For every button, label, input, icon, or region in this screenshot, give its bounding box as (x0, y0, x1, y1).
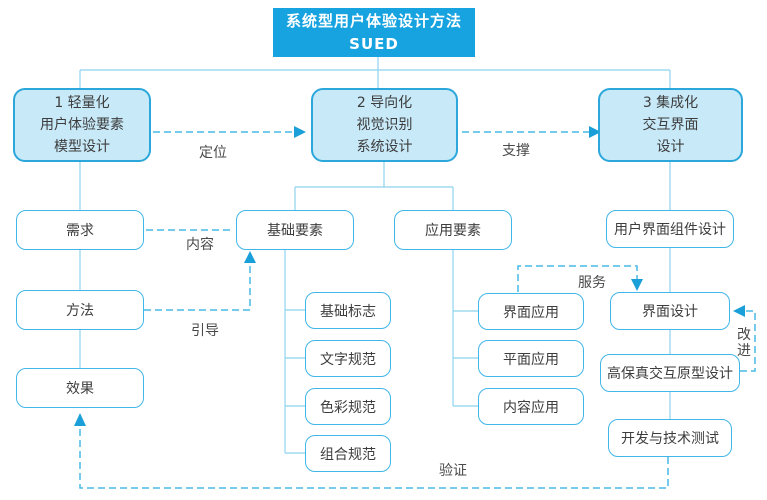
arrowhead-guidance (244, 251, 256, 263)
node-dev-tech-testing: 开发与技术测试 (608, 419, 732, 457)
phase-2-line-3: 系统设计 (356, 139, 413, 155)
edge-label-support: 支撑 (502, 143, 530, 159)
edge-label-positioning: 定位 (199, 145, 227, 161)
node-application-elements: 应用要素 (394, 210, 512, 250)
arrowhead-improvement (733, 305, 745, 317)
phase-1-lightweight: 1 轻量化 用户体验要素 模型设计 (13, 88, 151, 162)
solid-connectors (79, 57, 671, 454)
node-content-app: 内容应用 (478, 388, 584, 425)
edge-service (517, 265, 638, 292)
node-interface-design: 界面设计 (610, 292, 730, 330)
node-method: 方法 (16, 290, 144, 330)
arrowhead-support (589, 126, 601, 138)
node-interface-app: 界面应用 (478, 293, 584, 330)
phase-1-line-1: 1 轻量化 (54, 95, 110, 111)
phase-1-line-2: 用户体验要素 (40, 117, 124, 133)
arrowheads (74, 126, 745, 426)
arrowhead-positioning (294, 126, 306, 138)
node-text-spec: 文字规范 (305, 340, 391, 377)
edge-improvement (740, 310, 756, 372)
edge-label-verification: 验证 (439, 463, 467, 479)
edge-label-improvement: 改进 (737, 327, 751, 359)
arrowhead-verification (74, 413, 86, 426)
node-basic-elements: 基础要素 (236, 210, 354, 250)
phase-2-guided: 2 导向化 视觉识别 系统设计 (311, 88, 458, 162)
edge-label-content: 内容 (186, 237, 214, 253)
arrowhead-service (631, 279, 643, 291)
dashed-connectors (79, 131, 756, 489)
node-color-spec: 色彩规范 (305, 388, 391, 425)
phase-3-line-3: 设计 (656, 139, 685, 155)
diagram-title: 系统型用户体验设计方法 SUED (273, 8, 475, 57)
edge-label-guidance: 引导 (191, 323, 219, 339)
node-effect: 效果 (16, 368, 144, 408)
diagram-title-text: 系统型用户体验设计方法 (285, 11, 462, 30)
edge-verification (79, 427, 669, 489)
phase-2-line-2: 视觉识别 (356, 117, 413, 133)
phase-3-line-1: 3 集成化 (642, 95, 699, 111)
edge-label-service: 服务 (578, 275, 606, 291)
diagram-subtitle-text: SUED (349, 34, 399, 53)
phase-2-line-1: 2 导向化 (356, 95, 413, 111)
phase-1-line-3: 模型设计 (54, 139, 110, 155)
node-hifi-prototype-design: 高保真交互原型设计 (600, 354, 740, 392)
node-combination-spec: 组合规范 (305, 435, 391, 472)
phase-3-line-2: 交互界面 (642, 117, 699, 133)
node-demand: 需求 (16, 210, 144, 250)
edge-guidance (144, 262, 251, 311)
phase-3-integrated: 3 集成化 交互界面 设计 (598, 88, 743, 162)
node-graphic-app: 平面应用 (478, 340, 584, 377)
node-ui-component-design: 用户界面组件设计 (606, 210, 734, 248)
node-basic-logo: 基础标志 (305, 292, 391, 329)
